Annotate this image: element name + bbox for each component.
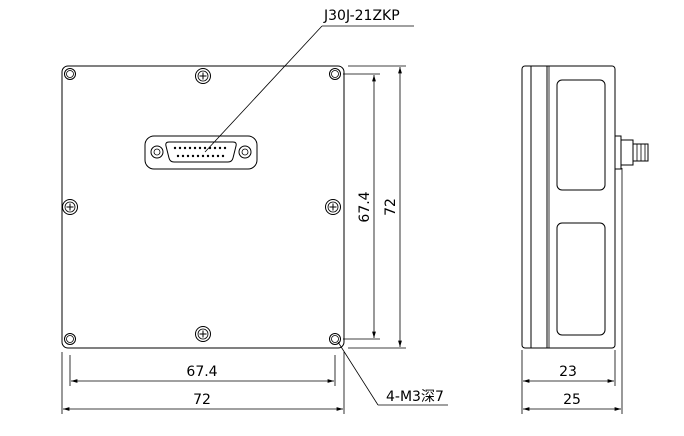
connector-j30j [144,135,258,170]
hole-leader-line [337,341,379,406]
side-connector-stub [614,135,649,170]
dimension-height-outer-label: 72 [383,198,399,216]
screw-right [325,199,341,215]
hole-label: 4-M3深7 [386,389,444,405]
screw-top [195,68,211,84]
dimension-width-outer-label: 72 [193,392,211,408]
dimension-depth-inner-label: 23 [559,364,577,380]
front-view: J30J-21ZKP 4-M3深7 67.4 72 67.4 [61,8,448,414]
dimension-width-inner: 67.4 [69,355,336,386]
side-pocket-top [556,79,606,191]
dimension-width-inner-label: 67.4 [186,364,217,380]
screw-left [62,199,78,215]
dimension-depth-outer: 25 [523,168,623,414]
side-pocket-bottom [556,222,606,336]
screw-bottom [195,326,211,342]
connector-leader-line [204,25,323,153]
dimension-height-inner-label: 67.4 [357,191,373,222]
dimension-height-outer: 72 [348,65,406,349]
corner-hole-top-right [329,68,341,80]
dimension-depth-inner: 23 [521,350,616,414]
dimension-depth-outer-label: 25 [563,392,581,408]
side-body-outline [521,65,616,349]
front-plate-outline [61,65,345,349]
dimension-width-outer: 72 [61,352,345,414]
dimension-height-inner: 67.4 [343,73,380,340]
side-view: 23 25 [521,65,649,414]
corner-hole-bottom-left [64,333,76,345]
connector-label: J30J-21ZKP [323,8,400,24]
corner-hole-top-left [64,68,76,80]
